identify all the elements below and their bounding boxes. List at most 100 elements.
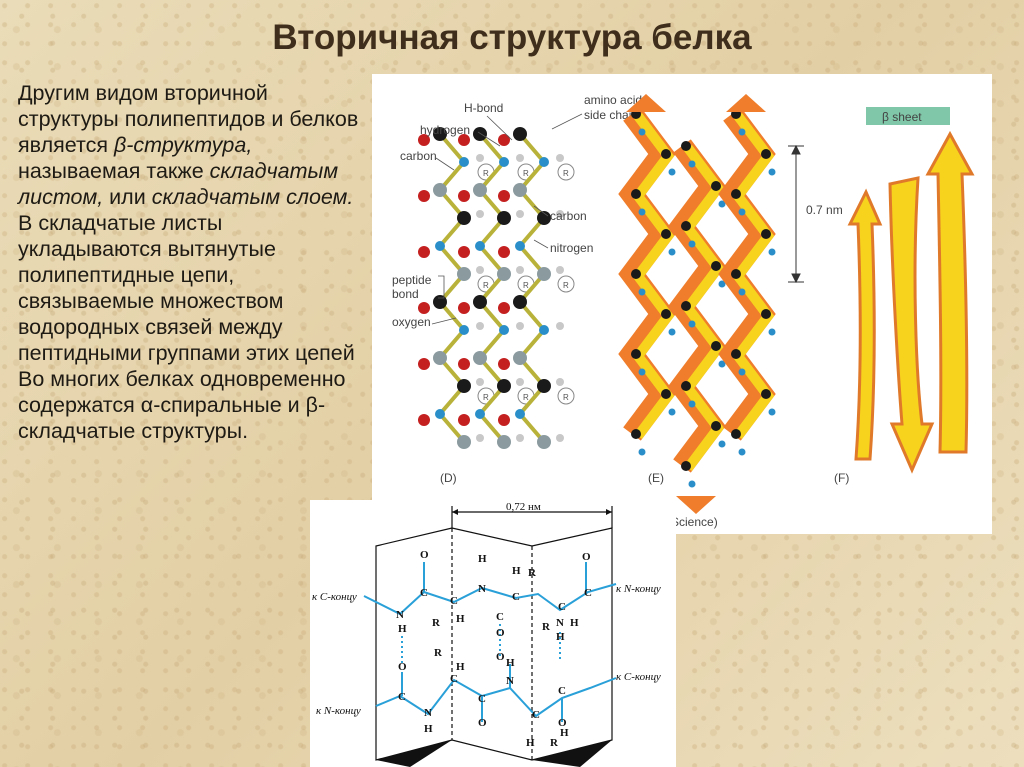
label-oxygen: oxygen xyxy=(392,315,431,329)
atom-o: O xyxy=(582,551,591,563)
oxygen-atom xyxy=(498,246,510,258)
atom-h: H xyxy=(570,617,579,629)
hydrogen-atom xyxy=(516,434,524,442)
nitrogen-atom xyxy=(435,409,445,419)
carbon-atom xyxy=(497,435,511,449)
ribbon-nitrogen-atom xyxy=(668,408,676,416)
atom-r: R xyxy=(528,567,537,579)
ribbon-nitrogen-atom xyxy=(738,128,746,136)
label-peptide: peptide xyxy=(392,273,432,287)
oxygen-atom xyxy=(498,358,510,370)
atom-c: C xyxy=(496,611,504,623)
beta-arrow-right xyxy=(925,130,975,454)
hydrogen-atom xyxy=(556,154,564,162)
atom-h: H xyxy=(556,631,565,643)
ribbon-carbon-atom xyxy=(661,149,671,159)
atom-n: N xyxy=(424,707,432,719)
hydrogen-atom xyxy=(476,378,484,386)
label-c-term-top: к С-концу xyxy=(312,591,357,603)
atom-r: R xyxy=(542,621,551,633)
body-paragraph: Другим видом вторичной структуры полипеп… xyxy=(18,80,363,444)
ribbon-nitrogen-atom xyxy=(638,288,646,296)
carbon-atom xyxy=(433,183,447,197)
para-emphasis-sheet: складчатым листом, xyxy=(18,159,339,209)
label-panel-e: (E) xyxy=(648,471,664,485)
label-n-term-top: к N-концу xyxy=(616,583,661,595)
ribbon-nitrogen-atom xyxy=(768,408,776,416)
side-chain-r-label: R xyxy=(563,169,569,178)
atom-r: R xyxy=(550,737,559,749)
carbon-atom xyxy=(537,267,551,281)
hydrogen-atom xyxy=(516,378,524,386)
carbon-atom xyxy=(513,183,527,197)
beta-arrows xyxy=(847,130,975,474)
label-amino-acid: amino acid xyxy=(584,93,642,107)
distance-label: 0.7 nm xyxy=(806,203,843,217)
formula-diagram: 0,72 нм к С-концу к N-концу к N-концу к … xyxy=(312,501,661,767)
label-credit: Science) xyxy=(671,515,718,529)
atom-c: C xyxy=(558,685,566,697)
atom-o: O xyxy=(496,627,505,639)
side-chain-r xyxy=(557,275,575,293)
hydrogen-atom xyxy=(476,266,484,274)
beta-sheet-formula: 0,72 нм к С-концу к N-концу к N-концу к … xyxy=(310,500,676,767)
atom-h: H xyxy=(560,727,569,739)
beta-sheet-tag xyxy=(866,107,950,125)
label-panel-d: (D) xyxy=(440,471,457,485)
atom-h: H xyxy=(456,613,465,625)
carbon-atom xyxy=(513,127,527,141)
oxygen-atom xyxy=(498,302,510,314)
carbon-atom xyxy=(457,211,471,225)
atom-c: C xyxy=(558,601,566,613)
side-chain-r xyxy=(557,387,575,405)
ribbon-carbon-atom xyxy=(681,301,691,311)
oxygen-atom xyxy=(418,134,430,146)
carbon-atom xyxy=(473,183,487,197)
atom-c: C xyxy=(532,709,540,721)
carbon-atom xyxy=(473,127,487,141)
atom-c: C xyxy=(512,591,520,603)
para-emphasis-beta: β-структура, xyxy=(113,133,253,157)
ribbon-nitrogen-atom xyxy=(768,328,776,336)
label-hydrogen: hydrogen xyxy=(420,123,470,137)
ribbon-carbon-atom xyxy=(661,309,671,319)
oxygen-atom xyxy=(498,134,510,146)
ribbon-carbon-atom xyxy=(761,229,771,239)
ribbon-nitrogen-atom xyxy=(688,160,696,168)
ribbon-arrowhead xyxy=(726,94,766,112)
carbon-atom xyxy=(497,211,511,225)
ribbon-carbon-atom xyxy=(761,309,771,319)
atom-n: N xyxy=(506,675,514,687)
ribbon-nitrogen-atom xyxy=(638,208,646,216)
hydrogen-atom xyxy=(516,266,524,274)
atom-r: R xyxy=(434,647,443,659)
carbon-atom xyxy=(433,295,447,309)
ribbon-nitrogen-atom xyxy=(688,320,696,328)
nitrogen-atom xyxy=(475,241,485,251)
side-chain-r-label: R xyxy=(523,281,529,290)
atom-c: C xyxy=(450,673,458,685)
nitrogen-atom xyxy=(499,157,509,167)
carbon-atom xyxy=(457,267,471,281)
para-part-4: В складчатые листы укладываются вытянуты… xyxy=(18,211,355,443)
hydrogen-bonds xyxy=(401,624,561,666)
ribbon-carbon-atom xyxy=(711,341,721,351)
oxygen-atom xyxy=(418,358,430,370)
atom-h: H xyxy=(506,657,515,669)
nitrogen-atom xyxy=(459,325,469,335)
nitrogen-atom xyxy=(515,409,525,419)
ribbon-carbon-atom xyxy=(681,141,691,151)
atom-o: O xyxy=(420,549,429,561)
hydrogen-atom xyxy=(476,154,484,162)
nitrogen-atom xyxy=(539,325,549,335)
hydrogen-atom xyxy=(476,434,484,442)
ribbon-nitrogen-atom xyxy=(718,280,726,288)
oxygen-atom xyxy=(418,246,430,258)
atom-n: N xyxy=(478,583,486,595)
side-chain-r-label: R xyxy=(563,281,569,290)
carbon-atom xyxy=(537,435,551,449)
beta-arrow-middle xyxy=(888,176,935,474)
oxygen-atom xyxy=(458,134,470,146)
atom-h: H xyxy=(456,661,465,673)
